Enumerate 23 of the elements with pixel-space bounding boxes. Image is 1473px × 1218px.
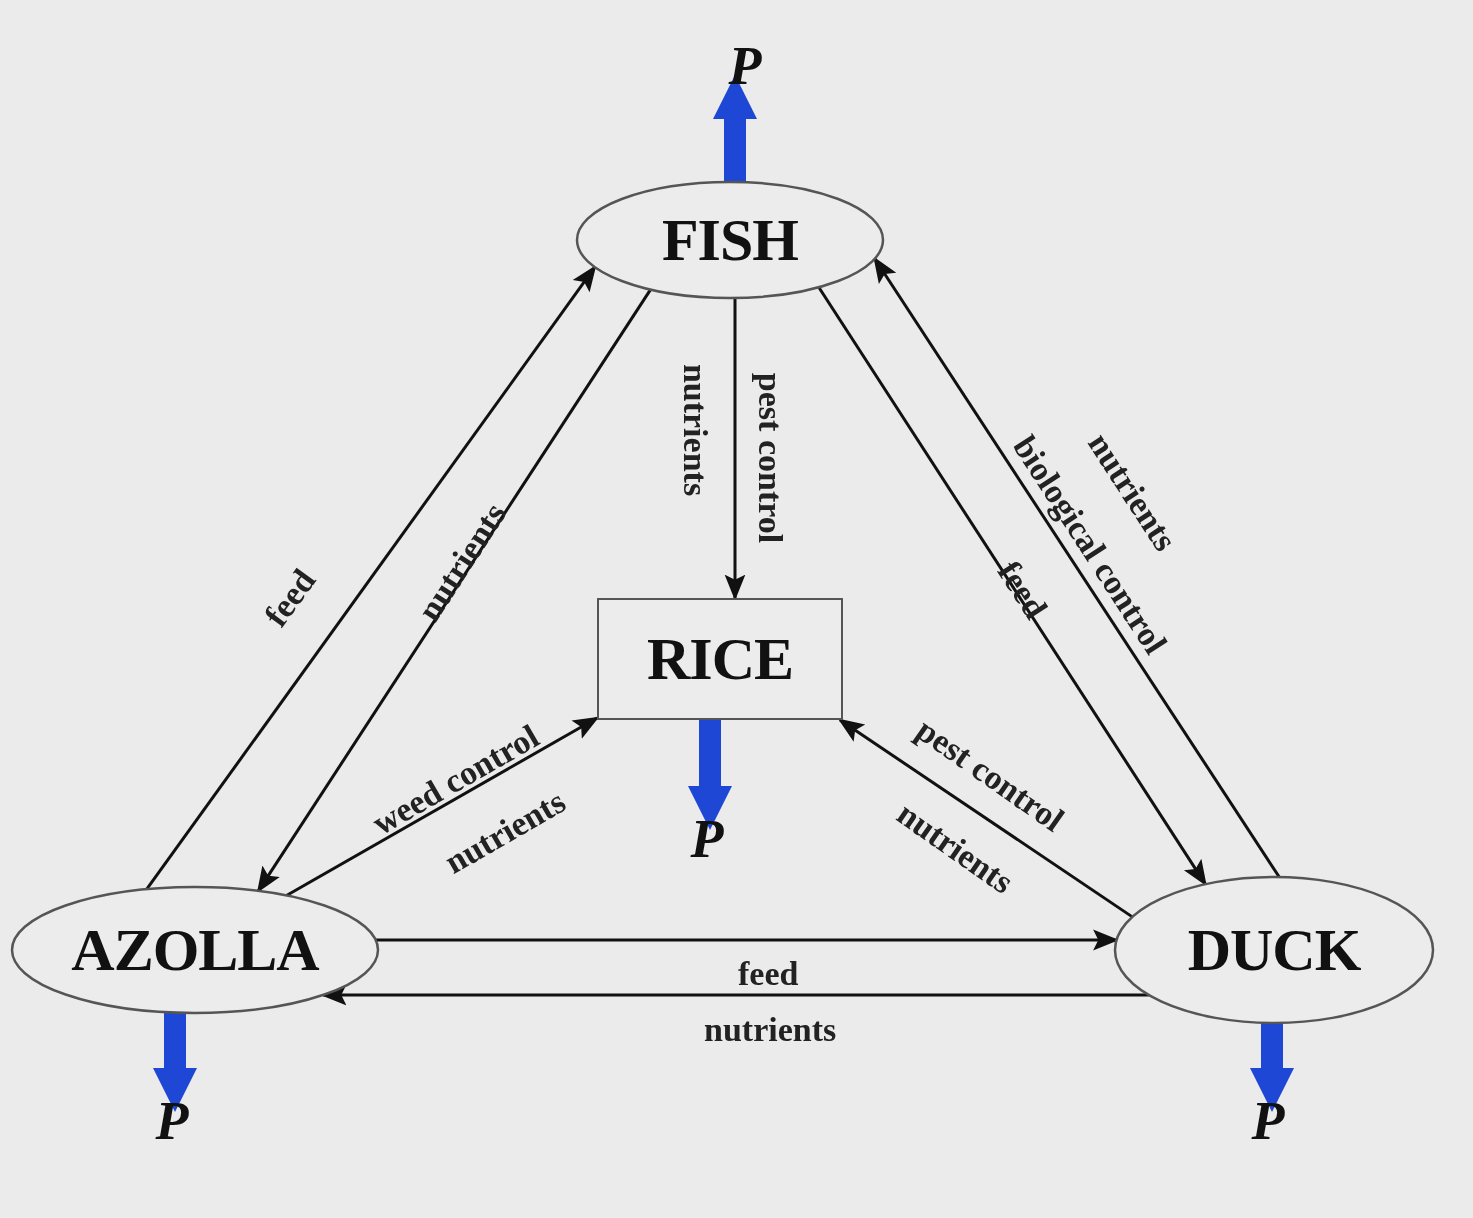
process-box [597,598,843,720]
edge-label: pest control [753,372,788,544]
product-label: P [690,808,724,870]
node-label: DUCK [1187,915,1361,985]
ellipse-node [575,180,885,300]
output-arrow [1250,1023,1294,1112]
product-label: P [155,1090,189,1152]
arrow [837,718,1134,919]
product-label: P [728,35,762,97]
edge-label: feed [738,957,799,991]
ellipse-node [1113,875,1435,1025]
flow-label: nutrients [678,363,713,497]
arrow [285,716,600,897]
node-label: AZOLLA [71,915,319,985]
product-label: P [1251,1090,1285,1152]
flow-label: nutrients [704,1013,837,1047]
output-arrow [688,720,732,830]
arrow [873,256,1281,878]
output-arrow [153,1012,197,1112]
node-label: RICE [647,624,793,694]
node-label: FISH [661,205,798,275]
ellipse-node [10,885,380,1015]
arrow [724,297,746,601]
